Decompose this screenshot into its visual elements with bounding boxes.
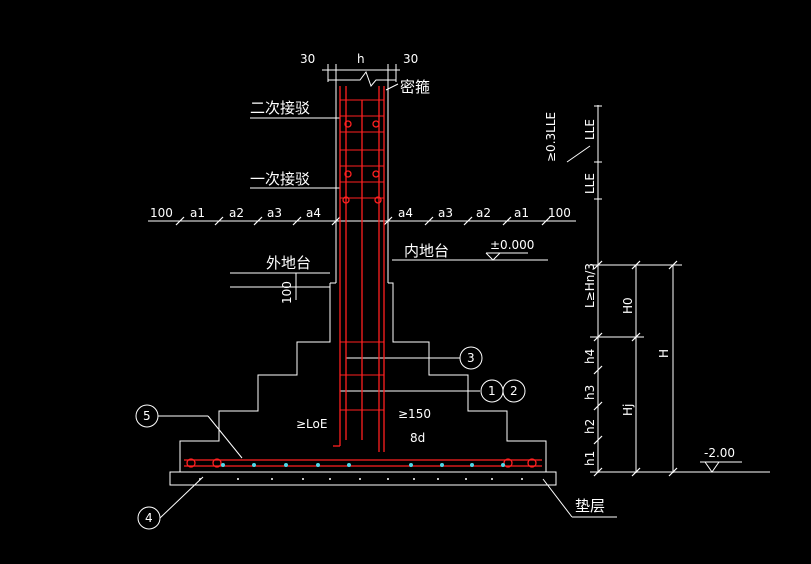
outer-ground-label: 外地台 [266,254,311,272]
anchor-150-label: ≥150 [398,407,431,421]
dim-100-right: 100 [548,206,571,220]
right-h3: h3 [583,385,597,400]
dim-a4-left: a4 [306,206,321,220]
dim-a4-right: a4 [398,206,413,220]
elevation-marker-0 [485,252,528,261]
callout-1: 1 [488,384,496,398]
foundation-outline [179,282,547,473]
dim-30-left: 30 [300,52,315,66]
dim-30-right: 30 [403,52,418,66]
callout-4: 4 [145,511,153,525]
right-H: H [657,349,671,358]
anchor-loe-label: ≥LoE [296,417,327,431]
elevation-0-label: ±0.000 [490,238,534,252]
right-03lle: ≥0.3LLE [544,112,558,162]
right-lle-top: LLE [583,119,597,140]
right-hn3: L≥Hn/3 [583,263,597,308]
dim-100-left: 100 [150,206,173,220]
callout-circle-2 [502,379,526,403]
callout-5: 5 [143,409,151,423]
first-splice-label: 一次接驳 [250,170,310,188]
dim-a3-left: a3 [267,206,282,220]
callout-circle-3 [459,346,483,370]
dim-a2-right: a2 [476,206,491,220]
second-splice-label: 二次接驳 [250,99,310,117]
dim-h: h [357,52,365,66]
right-h1: h1 [583,451,597,466]
dim-100-vertical: 100 [280,281,294,304]
dim-a2-left: a2 [229,206,244,220]
callout-circle-4 [137,506,161,530]
right-hj: Hj [621,404,635,416]
callout-2: 2 [510,384,518,398]
right-h0: H0 [621,297,635,314]
dim-a3-right: a3 [438,206,453,220]
callout-circle-5 [135,404,159,428]
stirrup-label: 密箍 [400,78,430,96]
elevation-minus2-label: -2.00 [704,446,735,460]
dim-a1-right: a1 [514,206,529,220]
right-lle-mid: LLE [583,173,597,194]
column-break-line [328,70,396,87]
anchor-8d-label: 8d [410,431,425,445]
cushion-label: 垫层 [575,497,605,515]
right-h2: h2 [583,419,597,434]
right-h4: h4 [583,349,597,364]
cushion-layer [169,471,557,486]
inner-ground-label: 内地台 [404,242,449,260]
elevation-marker-minus2 [700,461,742,473]
callout-3: 3 [467,351,475,365]
dim-a1-left: a1 [190,206,205,220]
